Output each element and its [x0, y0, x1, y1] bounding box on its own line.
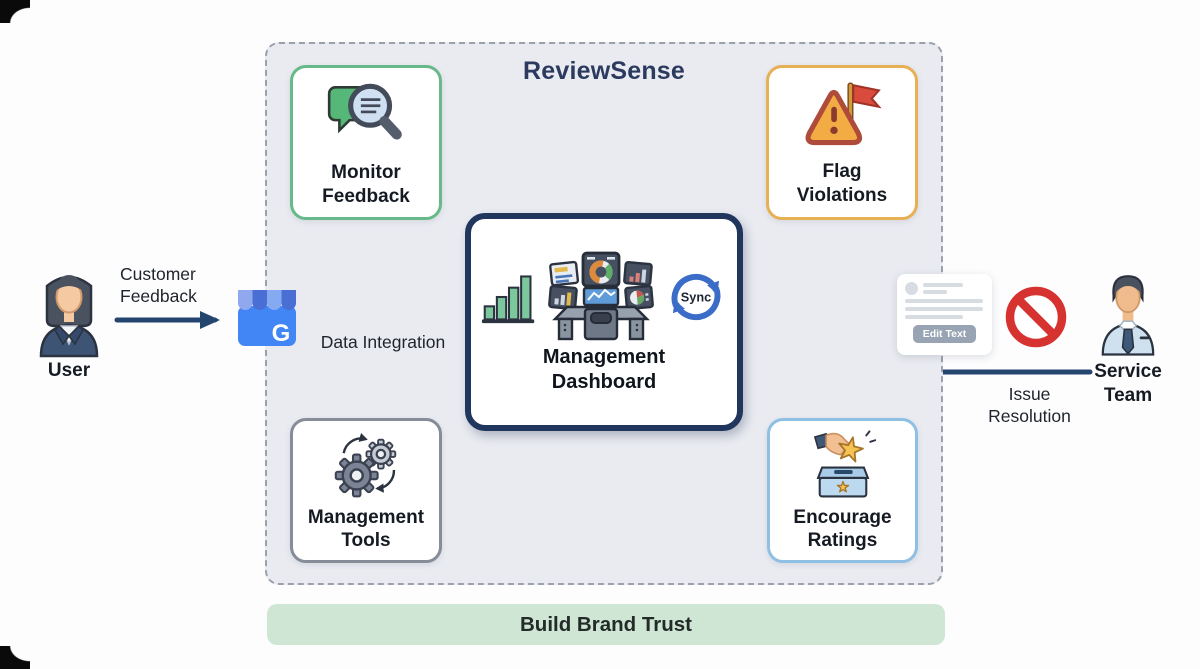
service-team-label: Service Team	[1094, 361, 1162, 406]
banner-label: Build Brand Trust	[520, 612, 692, 636]
dashboard-label: Management Dashboard	[542, 346, 666, 393]
user-label: User	[47, 360, 91, 381]
gears-icon	[334, 432, 397, 498]
review-card-header	[905, 282, 984, 295]
node-flag-violations: Flag Violations	[766, 65, 918, 220]
corner-artifact	[0, 0, 30, 23]
node-label: Monitor Feedback	[322, 162, 410, 207]
star-ballot-icon	[813, 430, 876, 498]
issue-resolution-label: Issue Resolution	[988, 384, 1071, 427]
node-label: Flag Violations	[796, 161, 888, 206]
data-integration-label: Data Integration	[320, 332, 446, 352]
review-text-line	[905, 307, 983, 311]
sync-icon: Sync	[671, 273, 721, 321]
node-monitor-feedback: Monitor Feedback	[290, 65, 442, 220]
node-encourage-ratings: Encourage Ratings	[767, 418, 918, 563]
dashboard-icons: Sync	[481, 251, 727, 343]
node-management-tools: Management Tools	[290, 418, 442, 563]
page-title: ReviewSense	[522, 57, 685, 85]
review-avatar-placeholder	[905, 282, 918, 295]
magnifier-chat-icon	[327, 84, 402, 140]
review-text-line	[923, 290, 947, 294]
review-text-line	[923, 283, 963, 287]
google-g-label: G	[272, 320, 291, 347]
dashboard-node: Sync Management Dashboard	[465, 213, 743, 431]
node-label: Encourage Ratings	[793, 506, 892, 551]
node-label: Management Tools	[307, 506, 425, 551]
sync-label: Sync	[681, 290, 711, 305]
bar-chart-icon	[481, 275, 535, 324]
service-avatar-icon	[1101, 275, 1155, 356]
google-business-icon: G	[238, 290, 296, 347]
review-text-line	[905, 315, 963, 319]
review-text-line	[905, 299, 983, 303]
brand-trust-banner: Build Brand Trust	[267, 604, 945, 645]
prohibition-icon	[1005, 286, 1067, 348]
edit-text-button: Edit Text	[912, 325, 977, 343]
review-card: Edit Text	[897, 274, 992, 355]
customer-feedback-label: Customer Feedback	[120, 264, 197, 307]
corner-artifact	[0, 646, 30, 669]
user-avatar-icon	[39, 275, 99, 358]
warning-flag-icon	[805, 82, 882, 146]
control-console-icon	[548, 251, 654, 341]
